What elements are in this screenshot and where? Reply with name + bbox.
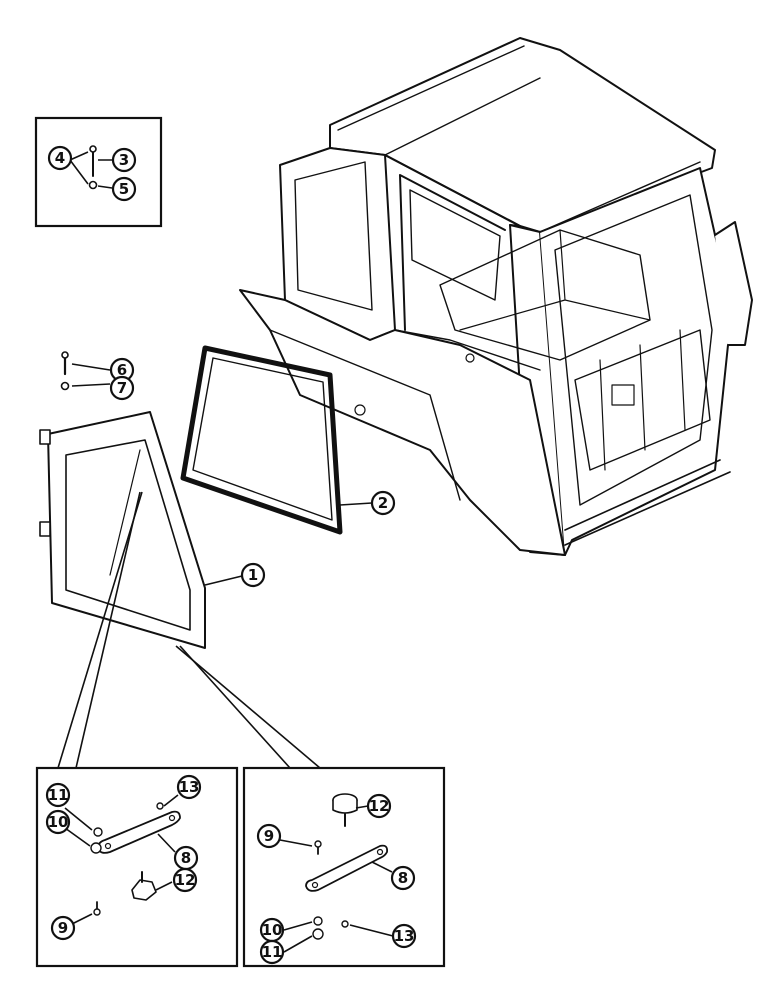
window-frame xyxy=(39,411,206,649)
callout-3-label: 3 xyxy=(119,151,129,169)
right-callout-11-label: 11 xyxy=(262,943,283,961)
left-callout-8-label: 8 xyxy=(181,849,191,867)
callout-2: 2 xyxy=(370,490,396,516)
callout-4-label: 4 xyxy=(55,149,65,167)
left-callout-8: 8 xyxy=(173,845,199,871)
callout-5-label: 5 xyxy=(119,180,129,198)
left-callout-13: 13 xyxy=(176,774,202,800)
left-callout-12: 12 xyxy=(172,867,198,893)
cab-frame xyxy=(239,37,753,556)
callout-7-label: 7 xyxy=(117,379,127,397)
right-callout-10: 10 xyxy=(259,917,285,943)
left-callout-12-label: 12 xyxy=(175,871,196,889)
right-callout-8: 8 xyxy=(390,865,416,891)
left-callout-9-label: 9 xyxy=(58,919,68,937)
callout-3: 3 xyxy=(111,147,137,173)
callout-1: 1 xyxy=(240,562,266,588)
left-callout-11: 11 xyxy=(45,782,71,808)
right-callout-13-label: 13 xyxy=(394,927,415,945)
right-callout-12: 12 xyxy=(366,793,392,819)
callout-2-label: 2 xyxy=(378,494,388,512)
left-callout-10-label: 10 xyxy=(48,813,69,831)
bolt-and-washer xyxy=(60,351,111,391)
left-callout-11-label: 11 xyxy=(48,786,69,804)
callout-6-label: 6 xyxy=(117,361,127,379)
hardware-inset-top xyxy=(34,116,163,228)
window-seal xyxy=(180,345,343,535)
left-callout-13-label: 13 xyxy=(179,778,200,796)
right-callout-9: 9 xyxy=(256,823,282,849)
left-callout-9: 9 xyxy=(50,915,76,941)
callout-5: 5 xyxy=(111,176,137,202)
right-callout-13: 13 xyxy=(391,923,417,949)
right-callout-10-label: 10 xyxy=(262,921,283,939)
right-callout-12-label: 12 xyxy=(369,797,390,815)
left-callout-10: 10 xyxy=(45,809,71,835)
right-callout-8-label: 8 xyxy=(398,869,408,887)
callout-1-label: 1 xyxy=(248,566,258,584)
callout-4: 4 xyxy=(47,145,73,171)
callout-7: 7 xyxy=(109,375,135,401)
right-callout-11: 11 xyxy=(259,939,285,965)
right-callout-9-label: 9 xyxy=(264,827,274,845)
